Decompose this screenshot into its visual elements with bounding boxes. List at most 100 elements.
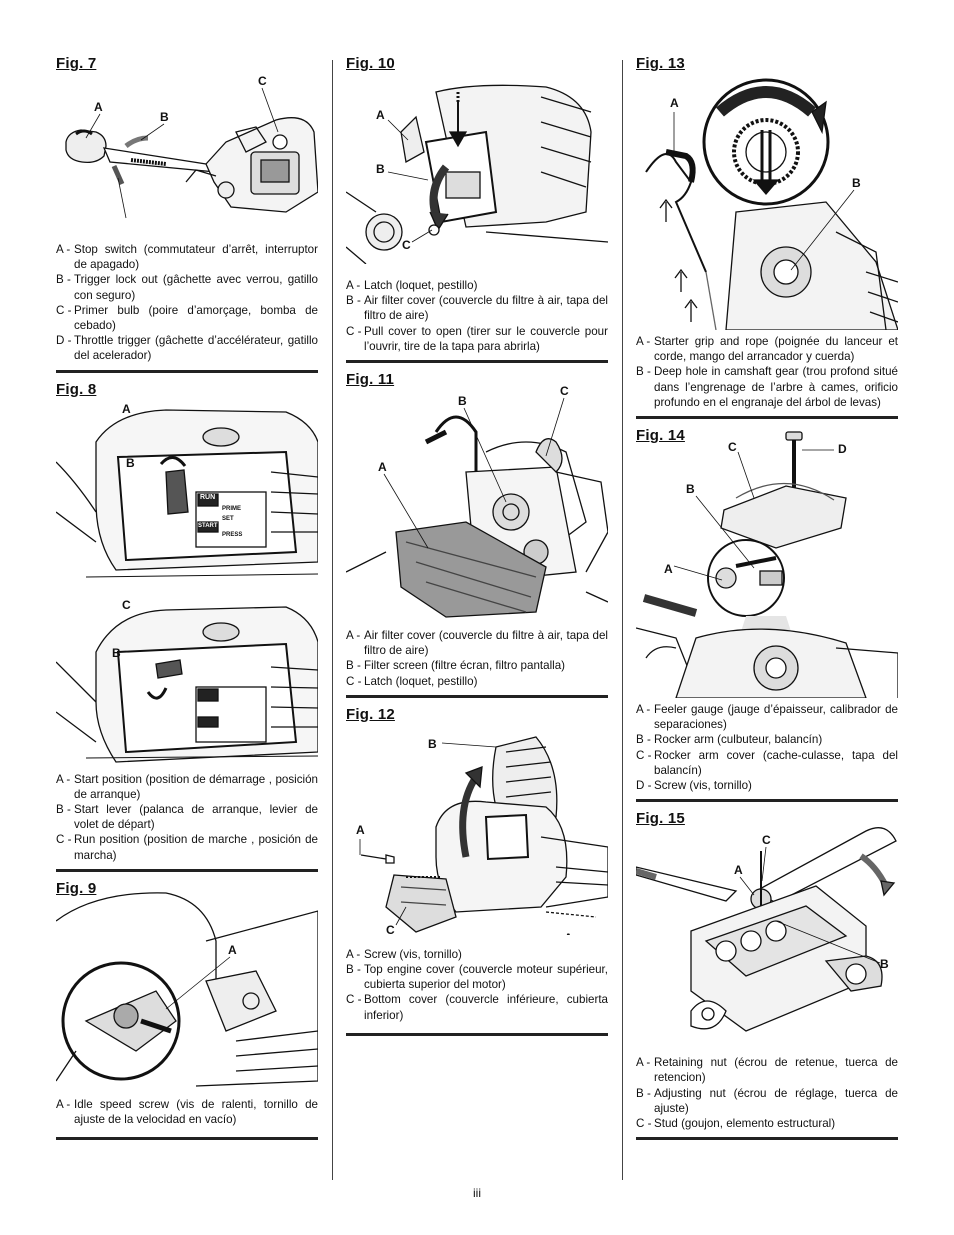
rocker-arm-illustration: C D B A [636,428,898,699]
callout-a: A [378,460,387,475]
legend-item: C -Bottom cover (couvercle inférieure, c… [346,992,608,1022]
callout-a: A [376,108,385,122]
legend-text: Deep hole in camshaft gear (trou profond… [654,365,898,409]
figure-legend: A -Latch (loquet, pestillo) B -Air filte… [346,278,608,354]
callout-d: D [122,220,131,222]
figure-8: Fig. 8 [56,381,318,872]
callout-b: B [686,482,695,497]
legend-item: B -Trigger lock out (gâchette avec verro… [56,272,318,302]
legend-item: A -Latch (loquet, pestillo) [346,278,608,293]
legend-key: C - [346,674,362,688]
figure-legend: A -Stop switch (commutateur d’arrêt, int… [56,242,318,364]
legend-item: B -Top engine cover (couvercle moteur su… [346,962,608,992]
section-rule [56,868,318,872]
panel-run-label: RUN [200,493,216,501]
legend-item: C -Rocker arm cover (cache-culasse, tapa… [636,748,898,778]
legend-text: Run position (position de marche , posic… [74,833,318,862]
callout-b: B [880,957,889,972]
legend-key: A - [56,772,71,786]
figure-12: Fig. 12 [346,706,608,1036]
legend-item: B -Adjusting nut (écrou de réglage, tuer… [636,1086,898,1116]
legend-key: C - [346,324,362,338]
legend-text: Stop switch (commutateur d’arrêt, interr… [74,243,318,272]
panel-press-label: PRESS [222,531,243,538]
legend-key: C - [56,833,72,847]
panel-prime-label: PRIME [222,505,242,512]
legend-text: Idle speed screw (vis de ralenti, tornil… [74,1097,318,1127]
figure-9: Fig. 9 A A -Idle speed s [56,880,318,1141]
callout-a: A [356,822,365,837]
callout-b: B [852,176,861,190]
callout-c: C [258,74,267,88]
section-rule [636,799,898,803]
legend-key: A - [636,703,651,717]
section-rule [56,1137,318,1141]
callout-a: A [94,100,103,114]
legend-text: Primer bulb (poire d’amorçage, bomba de … [74,303,318,333]
figure-legend: A -Retaining nut (écrou de retenue, tuer… [636,1055,898,1131]
figure-10: Fig. 10 [346,55,608,364]
callout-c: C [728,440,737,455]
legend-item: A -Retaining nut (écrou de retenue, tuer… [636,1055,898,1085]
callout-c: C [122,597,131,612]
callout-a: A [122,401,131,416]
legend-key: B - [56,273,71,287]
legend-text: Rocker arm (culbuteur, balancín) [654,733,823,747]
legend-text: Top engine cover (couvercle moteur supér… [364,963,608,992]
callout-b: B [458,394,467,409]
callout-b: B [428,736,437,751]
legend-text: Start lever (palanca de arranque, levier… [74,803,318,832]
legend-item: D -Screw (vis, tornillo) [636,778,898,793]
valve-adjustment-illustration: C A B [636,811,898,1049]
figure-title: Fig. 15 [636,810,685,828]
column-3: Fig. 13 [636,55,898,1148]
callout-b: B [160,110,169,124]
callout-b: B [126,455,135,470]
callout-c: C [762,833,771,848]
callout-c: C [386,922,395,935]
callout-c: C [560,384,569,399]
callout-d: D [838,442,847,457]
figure-legend: A -Air filter cover (couvercle du filtre… [346,628,608,689]
legend-key: B - [636,733,651,747]
legend-item: B -Deep hole in camshaft gear (trou prof… [636,364,898,410]
legend-item: B -Filter screen (filtre écran, filtro p… [346,658,608,673]
callout-b: B [112,645,121,660]
filter-screen-illustration: A B C [346,372,608,622]
legend-item: A -Stop switch (commutateur d’arrêt, int… [56,242,318,272]
legend-key: C - [636,748,652,762]
legend-item: A -Starter grip and rope (poignée du lan… [636,334,898,364]
legend-item: C -Pull cover to open (tirer sur le couv… [346,324,608,354]
figure-title: Fig. 10 [346,55,395,72]
air-filter-cover-illustration: A B C [346,72,608,264]
legend-key: B - [346,659,361,673]
legend-text: Bottom cover (couvercle inférieure, cubi… [364,993,608,1022]
engine-cover-illustration: A B C A [346,707,608,935]
figure-13: Fig. 13 [636,55,898,420]
legend-text: Latch (loquet, pestillo) [364,674,478,688]
figure-title: Fig. 8 [56,380,97,398]
legend-item: A -Screw (vis, tornillo) [346,947,608,962]
legend-item: A -Start position (position de démarrage… [56,772,318,802]
legend-key: B - [636,1086,651,1100]
legend-item: C -Run position (position de marche , po… [56,832,318,862]
section-rule [636,416,898,420]
legend-item: B -Start lever (palanca de arranque, lev… [56,802,318,832]
legend-text: Trigger lock out (gâchette avec verrou, … [74,273,318,302]
column-divider [622,60,623,1180]
legend-key: B - [346,963,361,977]
legend-key: A - [636,1056,651,1070]
figure-title: Fig. 11 [346,371,395,389]
legend-text: Stud (goujon, elemento estructural) [654,1117,836,1131]
section-rule [56,369,318,373]
figure-title: Fig. 14 [636,427,685,445]
legend-text: Starter grip and rope (poignée du lanceu… [654,335,898,364]
figure-legend: A -Start position (position de démarrage… [56,772,318,863]
legend-item: C -Stud (goujon, elemento estructural) [636,1116,898,1131]
camshaft-gear-illustration: A B [636,72,898,330]
legend-key: A - [346,279,361,292]
legend-item: B -Rocker arm (culbuteur, balancín) [636,732,898,747]
legend-key: C - [56,303,72,317]
legend-key: A - [56,1097,71,1111]
column-1: Fig. 7 A [56,55,318,1148]
